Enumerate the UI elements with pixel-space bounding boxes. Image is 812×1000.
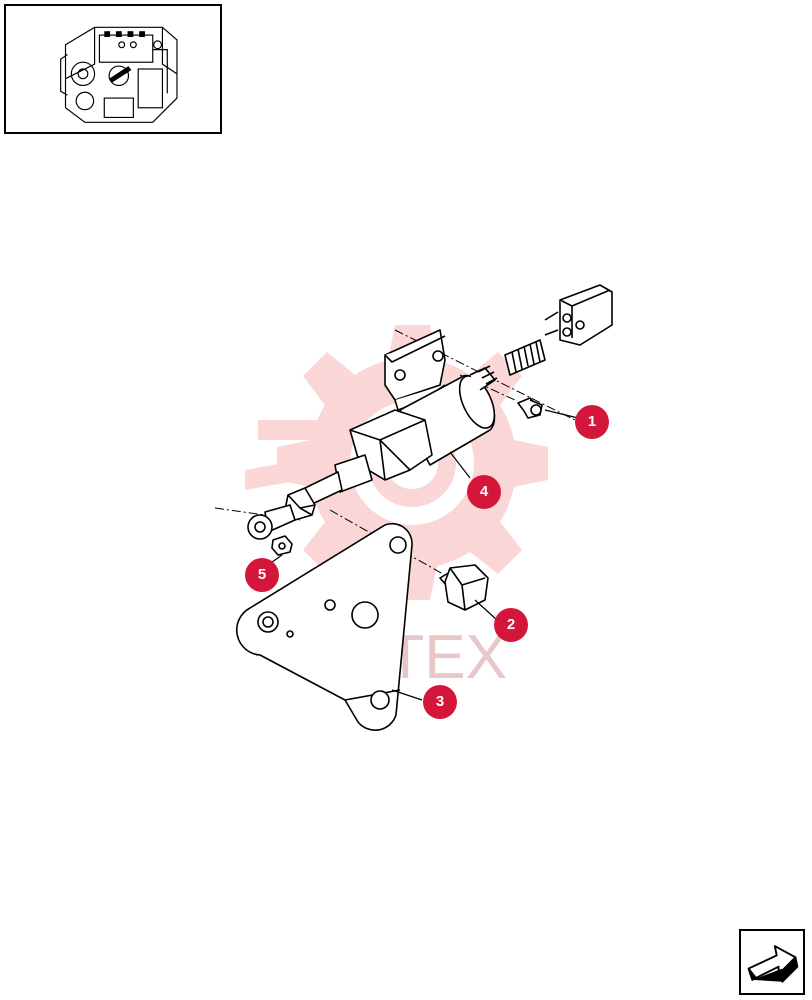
- next-page-arrow-icon: [747, 945, 799, 983]
- spring: [504, 339, 546, 376]
- small-nut: [271, 535, 293, 556]
- shutoff-solenoid: [247, 365, 498, 540]
- engine-thumbnail-icon: [60, 26, 178, 123]
- callout-4[interactable]: 4: [467, 475, 501, 509]
- mounting-bracket: [235, 522, 413, 731]
- callout-3[interactable]: 3: [423, 685, 457, 719]
- callout-2[interactable]: 2: [494, 608, 528, 642]
- solenoid-mounting-plate: [384, 329, 446, 411]
- electrical-connector: [544, 284, 613, 346]
- callout-1[interactable]: 1: [575, 405, 609, 439]
- screw: [517, 397, 543, 419]
- engine-thumbnail: [4, 4, 222, 134]
- hex-bolt: [439, 564, 489, 611]
- callout-5[interactable]: 5: [245, 558, 279, 592]
- next-page-button[interactable]: [739, 929, 805, 995]
